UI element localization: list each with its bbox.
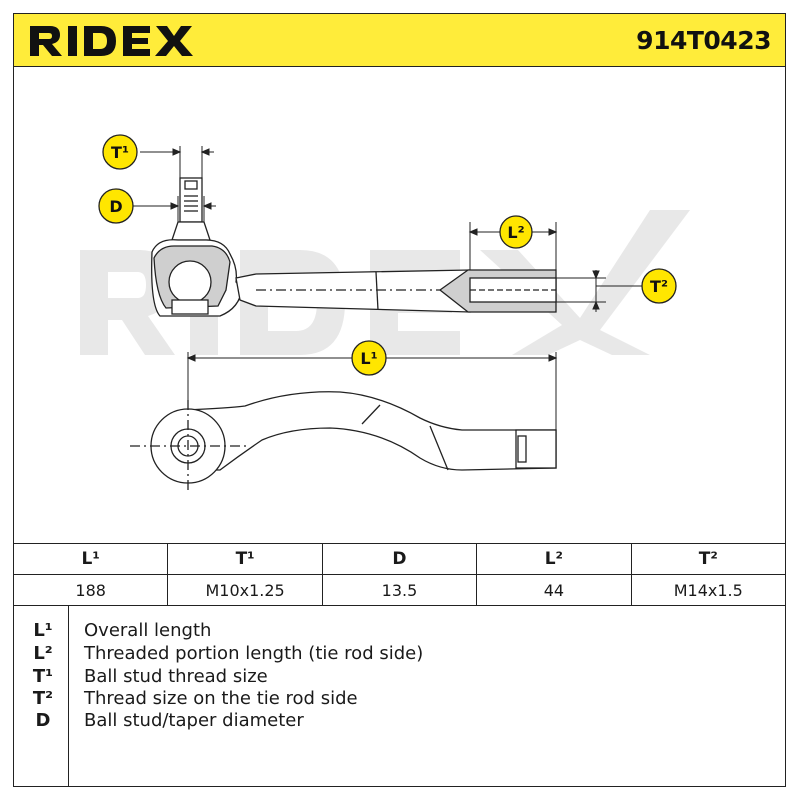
legend-item: D Ball stud/taper diameter [14,710,784,732]
value-cell: M14x1.5 [630,574,787,606]
legend-key: L² [33,643,53,664]
header-cell: T² [630,543,787,575]
callout-d: D [98,188,134,224]
specs-table: L¹ T¹ D L² T² 188 M10x1.25 13.5 44 M14x1… [12,543,787,606]
legend-key: D [35,710,51,731]
top-view-drawing [151,177,557,317]
header-cell: T¹ [167,543,323,575]
legend-item: T² Thread size on the tie rod side [14,688,784,710]
legend-text: Threaded portion length (tie rod side) [84,643,424,664]
svg-text:T²: T² [650,277,668,296]
part-number: 914T0423 [636,26,771,55]
legend-text: Overall length [84,620,212,641]
svg-text:L²: L² [507,223,524,242]
value-cell: M10x1.25 [167,574,323,606]
header-cell: L² [476,543,632,575]
dimension-lines [133,146,643,430]
ridex-logo [28,22,198,64]
legend-text: Ball stud thread size [84,666,268,687]
specs-header-row: L¹ T¹ D L² T² [12,543,787,575]
callout-t1: T¹ [102,134,138,170]
legend-divider [68,606,69,786]
legend-key: T² [32,688,54,709]
legend-text: Thread size on the tie rod side [84,688,358,709]
legend-key: L¹ [33,620,53,641]
callout-l2: L² [499,215,533,249]
header-bar: 914T0423 [13,13,786,67]
header-cell: L¹ [12,543,169,575]
value-cell: 188 [12,574,169,606]
callout-l1: L¹ [351,340,387,376]
legend-item: L² Threaded portion length (tie rod side… [14,643,784,665]
specs-value-row: 188 M10x1.25 13.5 44 M14x1.5 [12,574,787,606]
technical-drawing: T¹ D L² T² L¹ [80,134,690,492]
legend-box: L¹ Overall length L² Threaded portion le… [13,606,786,787]
drawing-frame [13,66,786,544]
header-cell: D [321,543,478,575]
legend-item: T¹ Ball stud thread size [14,666,784,688]
svg-text:D: D [109,197,122,216]
legend-item: L¹ Overall length [14,620,784,642]
legend-key: T¹ [32,666,54,687]
side-view-drawing [130,391,557,492]
callout-t2: T² [641,268,677,304]
legend-text: Ball stud/taper diameter [84,710,304,731]
value-cell: 44 [476,574,632,606]
value-cell: 13.5 [321,574,478,606]
svg-text:T¹: T¹ [111,143,129,162]
svg-text:L¹: L¹ [360,349,377,368]
